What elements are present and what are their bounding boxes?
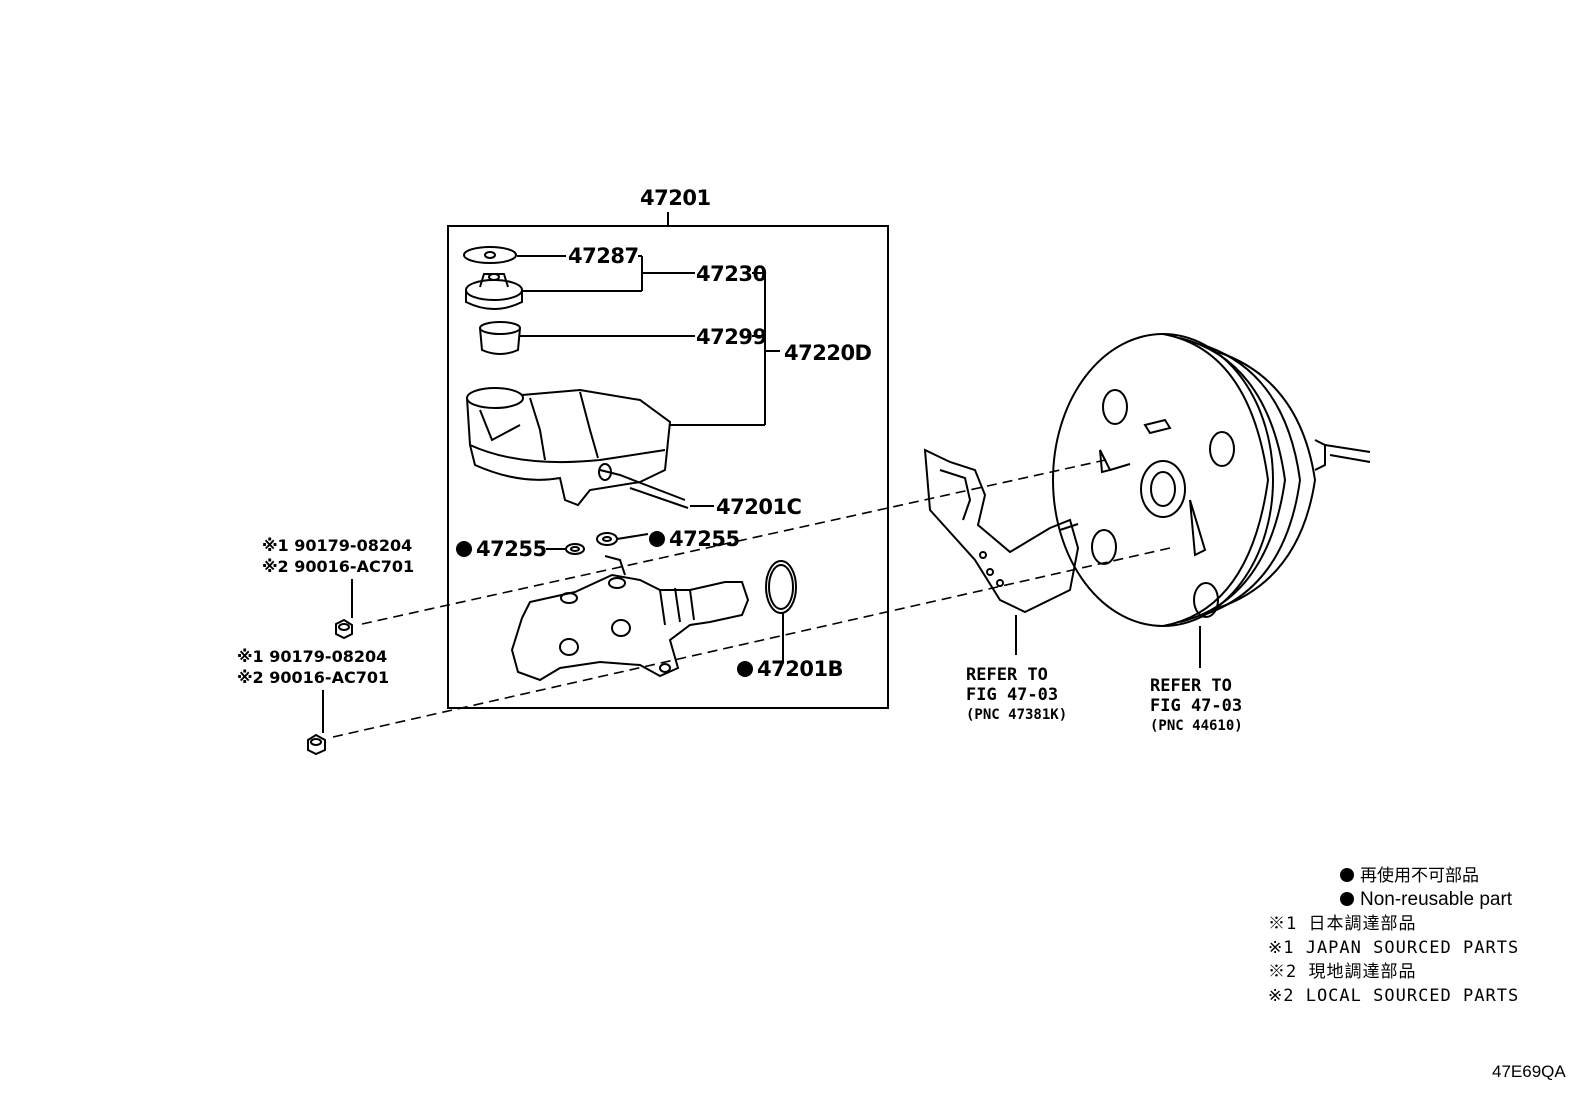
nut-lower-line1: ※1 90179-08204	[237, 647, 388, 666]
refer-bracket-line1: REFER TO	[966, 665, 1048, 685]
strainer-47299	[479, 321, 521, 355]
nut-upper-line1: ※1 90179-08204	[262, 536, 413, 555]
illustration-code: 47E69QA	[1492, 1062, 1566, 1081]
legend-japan-jp: ※1 日本調達部品	[1268, 914, 1417, 934]
nut-upper-note: ※1 90179-08204 ※2 90016-AC701	[262, 535, 414, 577]
part-label-47287: 47287	[568, 244, 639, 268]
part-label-47201C: 47201C	[716, 495, 802, 519]
legend-nonreusable-en-row: Non-reusable part	[1268, 888, 1519, 912]
part-label-47255-right: 47255	[669, 527, 740, 551]
part-label-47299: 47299	[696, 325, 767, 349]
refer-booster-line3: (PNC 44610)	[1150, 718, 1243, 734]
assembly-number-label: 47201	[640, 186, 711, 210]
nonreusable-dot-icon	[1340, 892, 1354, 906]
pin-47201C	[598, 463, 689, 509]
grommet-47255-left	[565, 543, 585, 555]
nut-lower-note: ※1 90179-08204 ※2 90016-AC701	[237, 646, 389, 688]
part-label-47220D: 47220D	[784, 341, 872, 365]
nut-lower-line2: ※2 90016-AC701	[237, 668, 390, 687]
nut-upper-line2: ※2 90016-AC701	[262, 557, 415, 576]
grommet-47255-right	[596, 532, 618, 546]
master-cylinder	[510, 555, 750, 682]
legend-nonreusable-jp-row: 再使用不可部品	[1268, 864, 1519, 888]
legend-local-jp: ※2 現地調達部品	[1268, 962, 1417, 982]
reservoir-47220D	[466, 387, 672, 507]
brake-booster	[1052, 333, 1371, 627]
refer-booster-line1: REFER TO	[1150, 676, 1232, 696]
legend-nonreusable-jp: 再使用不可部品	[1360, 866, 1479, 885]
legend-nonreusable-en: Non-reusable part	[1360, 889, 1513, 910]
nut-upper	[335, 618, 353, 640]
nonreusable-dot-icon	[1340, 868, 1354, 882]
nonreusable-dot-47255-left	[456, 541, 472, 557]
assembly-box	[447, 225, 889, 709]
refer-bracket-line2: FIG 47-03	[966, 685, 1059, 705]
refer-booster-note: REFER TO FIG 47-03 (PNC 44610)	[1150, 676, 1243, 736]
part-label-47201B: 47201B	[757, 657, 844, 681]
o-ring-47201B	[765, 560, 797, 614]
refer-bracket-note: REFER TO FIG 47-03 (PNC 47381K)	[966, 665, 1067, 725]
nonreusable-dot-47255-right	[649, 531, 665, 547]
mounting-bracket	[923, 448, 1080, 614]
part-label-47255-left: 47255	[476, 537, 547, 561]
part-label-47230: 47230	[696, 262, 767, 286]
reservoir-cap-47230	[465, 273, 523, 310]
legend-local-en: ※2 LOCAL SOURCED PARTS	[1268, 986, 1520, 1006]
legend-japan-en: ※1 JAPAN SOURCED PARTS	[1268, 938, 1520, 958]
gasket-47287	[463, 246, 517, 264]
nonreusable-dot-47201B	[737, 661, 753, 677]
legend: 再使用不可部品 Non-reusable part ※1 日本調達部品 ※1 J…	[1268, 864, 1519, 1008]
refer-booster-line2: FIG 47-03	[1150, 696, 1243, 716]
refer-bracket-line3: (PNC 47381K)	[966, 707, 1068, 723]
nut-lower	[307, 733, 326, 756]
